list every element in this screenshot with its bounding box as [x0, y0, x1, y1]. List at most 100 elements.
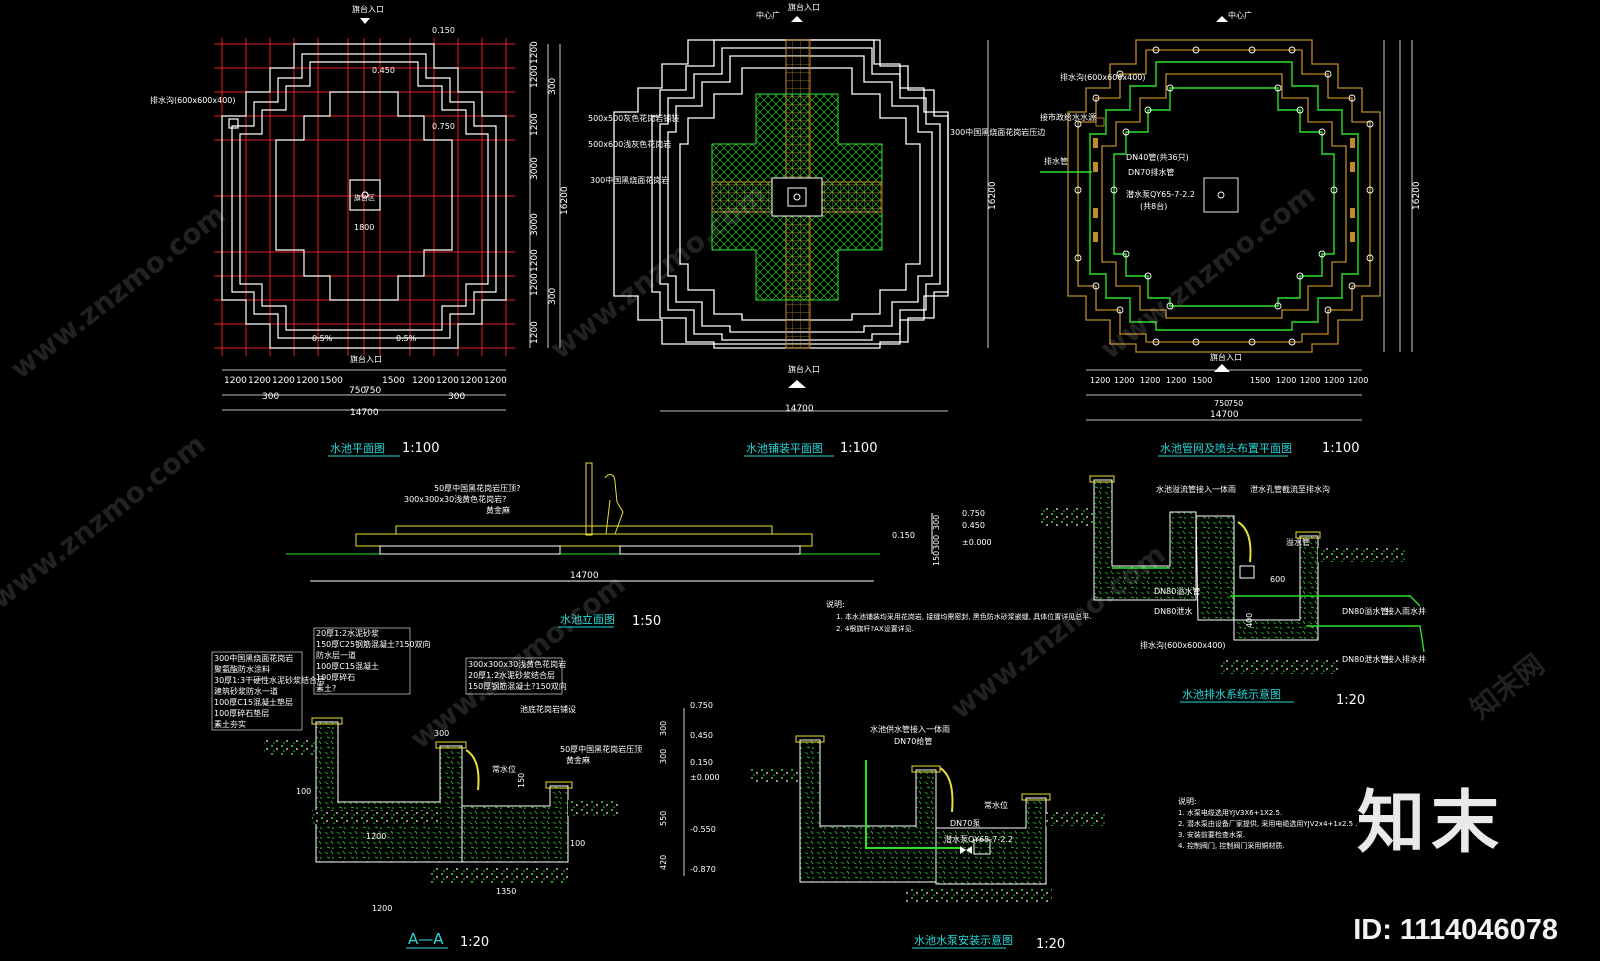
pump-title-block: 水池水泵安装示意图 1:20: [912, 933, 1065, 952]
plan3-dim-text: 1500: [1250, 376, 1270, 385]
pump-remark: 4. 控制阀门, 控制阀门采用铜材质.: [1178, 841, 1285, 850]
plan3-title-block: 水池管网及喷头布置平面图 1:100: [1158, 441, 1359, 457]
watermark-text: www.znzmo.com: [944, 538, 1172, 726]
section-dim: 1200: [372, 904, 392, 913]
drainage-note: 溢水管: [1286, 537, 1310, 547]
plan3-dim-text: 1200: [1324, 376, 1344, 385]
plan3-dim-text: 1200: [1114, 376, 1134, 385]
plan3-dim-text: 1200: [1166, 376, 1186, 385]
plan1-dim-text: 300: [448, 392, 465, 402]
section-dim: 100: [570, 839, 585, 848]
plan1-right-dim: 1200: [530, 65, 540, 88]
plan2-top-label: 中心广: [756, 10, 780, 20]
drainage-title-block: 水池排水系统示意图 1:20: [1180, 687, 1365, 708]
drainage-note: 水池溢流管接入一体雨: [1156, 484, 1236, 494]
plan3-nozzles: [1074, 46, 1374, 346]
elevation-level: 0.450: [962, 521, 985, 530]
elevation-note: 黄金麻: [486, 505, 510, 515]
plan3-dim-text: 1200: [1276, 376, 1296, 385]
plan3-dim-text: 1500: [1192, 376, 1212, 385]
plan3-dim-text: 1200: [1300, 376, 1320, 385]
drainage-note: 排水沟(600x600x400): [1140, 640, 1226, 650]
section-dim: 100: [296, 787, 311, 796]
watermark-text: www.znzmo.com: [4, 198, 232, 386]
section-note: 100厚C15混凝土: [316, 661, 379, 671]
section-dim: 300: [659, 749, 668, 764]
section-note: 池底花岗岩铺设: [520, 704, 576, 714]
section-dim: 300: [434, 729, 449, 738]
section-note: 100厚碎石垫层: [214, 708, 269, 718]
plan2-note: 500x600浅灰色花岗岩: [588, 139, 671, 149]
plan2-right-total: 16200: [988, 181, 998, 210]
plan1-right-dim: 1200: [530, 249, 540, 272]
pump-note: 常水位: [984, 800, 1008, 810]
section-title: A—A: [408, 930, 444, 948]
plan2-note: 300中国黑烧面花岗岩压边: [950, 127, 1045, 137]
plan1-center-label: 旗台区: [354, 193, 375, 202]
resource-id-label: ID: 1114046078: [1353, 914, 1558, 946]
plan1-dim-texts: 1200 1200 1200 1200 1500 750 750 1500 12…: [224, 41, 570, 418]
plan1-outline: [221, 43, 507, 349]
plan2-entry-arrow: [788, 380, 806, 388]
section-note: 20厚1:2水泥砂浆: [316, 628, 379, 638]
plan1-dim-text: 1200: [248, 376, 271, 386]
plan3-note: DN40管(共36只): [1126, 152, 1189, 162]
plan1-right-dim: 1200: [530, 41, 540, 64]
drainage-note: 接入排水井: [1386, 654, 1426, 664]
plan3-note: DN70排水管: [1128, 167, 1174, 177]
pump-remark: 2. 潜水泵由设备厂家提供, 采用电缆选用YJV2x4+1x2.5 .: [1178, 819, 1358, 828]
plan3-title: 水池管网及喷头布置平面图: [1160, 441, 1292, 455]
plan1-right-dim: 1200: [530, 273, 540, 296]
section-note: 素土夯实: [214, 719, 246, 729]
section-dim: 150: [517, 773, 526, 788]
plan1-dim-text: 1500: [382, 376, 405, 386]
pump-remarks-title: 说明:: [1178, 796, 1197, 806]
plan1-dim-text: 750: [349, 386, 366, 396]
watermark-text: 知末网: [1464, 648, 1551, 726]
plan3-dim-text: 1200: [1090, 376, 1110, 385]
pump-note: 潜水泵QY65-7-2.2: [944, 834, 1013, 844]
plan-water-pool: 1200 1200 1200 1200 1500 750 750 1500 12…: [150, 4, 570, 457]
plan2-paving-cross: [711, 39, 883, 349]
elevation-level: 0.750: [962, 509, 985, 518]
elevation-remark: 1. 本水池铺装均采用花岗岩, 接缝均需密封, 黑色防水砂浆嵌缝, 具体位置详见…: [836, 612, 1091, 621]
section-dim: 300: [659, 721, 668, 736]
plan1-dim-text: 1200: [436, 376, 459, 386]
section-note: 300x300x30浅黄色花岗岩: [468, 659, 566, 669]
pump-note: DN70泵: [950, 819, 980, 828]
section-level: ±0.000: [690, 773, 720, 782]
elevation-remark: 2. 4根旗杆?AX设置详见.: [836, 624, 914, 633]
section-note: 50厚中国黑花岗岩压顶: [560, 744, 642, 754]
plan1-dim-text: 300: [262, 392, 279, 402]
plan3-dim-text: 1200: [1140, 376, 1160, 385]
plan1-elev: 0.750: [432, 122, 455, 131]
plan2-title: 水池铺装平面图: [746, 442, 823, 455]
section-dim: 1350: [496, 887, 516, 896]
drainage-note: DN80泄水: [1154, 606, 1192, 616]
plan1-elev: 0.450: [372, 66, 395, 75]
drainage-dim: 600: [1270, 575, 1285, 584]
section-note: 100厚C15混凝土垫层: [214, 697, 293, 707]
drainage-note: 接入雨水井: [1386, 606, 1426, 616]
plan3-note: (共8台): [1140, 201, 1167, 211]
section-scale: 1:20: [460, 935, 489, 950]
elevation-remarks-title: 说明:: [826, 599, 845, 609]
plan3-bottom-entry: 旗台入口: [1210, 352, 1242, 362]
plan3-scale: 1:100: [1322, 441, 1359, 456]
plan1-right-total: 16200: [560, 186, 570, 215]
pump-remark: 1. 水泵电缆选用YJV3X6+1X2.5.: [1178, 808, 1282, 817]
plan1-dim-text: 1200: [272, 376, 295, 386]
section-note: 150厚C25钢筋混凝土?150双向: [316, 639, 431, 649]
plan1-elev: 0.150: [432, 26, 455, 35]
elevation-view: 50厚中国黑花岗岩压顶? 300x300x30浅黄色花岗岩? 黄金麻 0.750…: [286, 462, 1091, 633]
section-note: 30厚1:3干硬性水泥砂浆结合层: [214, 675, 325, 685]
plan3-note: 排水沟(600x600x400): [1060, 72, 1146, 82]
plan1-bottom-entry: 旗台入口: [350, 354, 382, 364]
plan1-dim-text: 1200: [412, 376, 435, 386]
plan3-dimensions: [1086, 40, 1413, 421]
plan3-orange-outline: [1067, 39, 1381, 353]
plan1-right-dim: 300: [548, 78, 558, 95]
plan1-scale: 1:100: [402, 441, 439, 456]
section-level: 0.450: [690, 731, 713, 740]
plan1-right-dim: 300: [548, 288, 558, 305]
